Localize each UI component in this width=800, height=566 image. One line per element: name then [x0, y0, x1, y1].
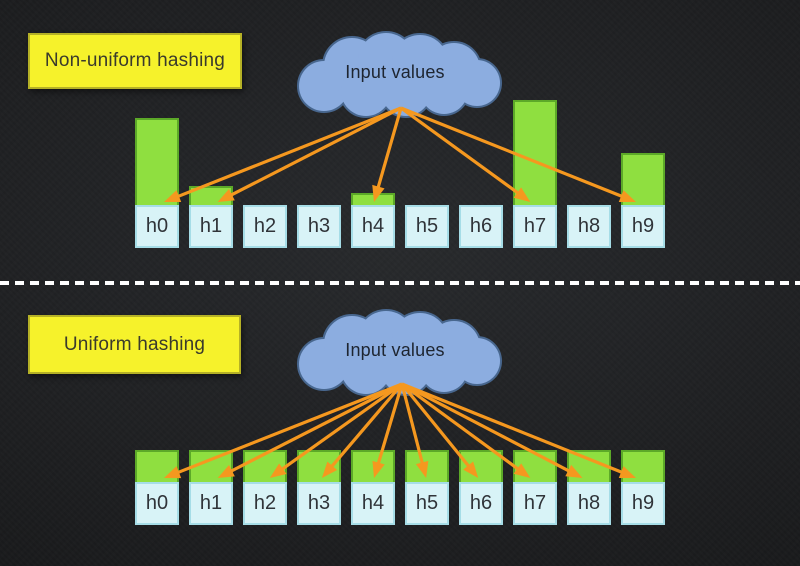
- bucket-box: h5: [405, 482, 449, 525]
- load-bar: [135, 450, 179, 482]
- load-bar: [351, 450, 395, 482]
- bucket-box: h9: [621, 205, 665, 248]
- bucket-label: h4: [361, 492, 385, 514]
- bucket-label: h5: [415, 492, 439, 514]
- bucket-label: h1: [199, 215, 223, 237]
- section-label-uniform: Uniform hashing: [28, 315, 241, 374]
- load-bar: [513, 450, 557, 482]
- bucket-h9-uniform: h9: [621, 450, 665, 525]
- bucket-h4-uniform: h4: [351, 450, 395, 525]
- bucket-h2-uniform: h2: [243, 450, 287, 525]
- bucket-label: h2: [253, 215, 277, 237]
- bucket-box: h1: [189, 482, 233, 525]
- bucket-h3-uniform: h3: [297, 450, 341, 525]
- bucket-label: h0: [145, 492, 169, 514]
- cloud-label-top: Input values: [345, 62, 445, 82]
- bucket-label: h0: [145, 215, 169, 237]
- bucket-label: h1: [199, 492, 223, 514]
- bucket-box: h2: [243, 205, 287, 248]
- bucket-box: h0: [135, 205, 179, 248]
- bucket-box: h0: [135, 482, 179, 525]
- load-bar: [459, 450, 503, 482]
- bucket-box: h3: [297, 205, 341, 248]
- bucket-box: h8: [567, 205, 611, 248]
- load-bar: [405, 450, 449, 482]
- cloud-label-bottom: Input values: [345, 340, 445, 360]
- bucket-label: h7: [523, 215, 547, 237]
- bucket-box: h8: [567, 482, 611, 525]
- bucket-h8-non-uniform: h8: [567, 205, 611, 248]
- load-bar: [297, 450, 341, 482]
- bucket-h3-non-uniform: h3: [297, 205, 341, 248]
- bucket-label: h2: [253, 492, 277, 514]
- bucket-label: h9: [631, 215, 655, 237]
- bucket-h7-uniform: h7: [513, 450, 557, 525]
- bucket-box: h2: [243, 482, 287, 525]
- bucket-box: h4: [351, 205, 395, 248]
- bucket-box: h1: [189, 205, 233, 248]
- bucket-label: h8: [577, 492, 601, 514]
- bucket-h1-uniform: h1: [189, 450, 233, 525]
- bucket-label: h4: [361, 215, 385, 237]
- bucket-h6-uniform: h6: [459, 450, 503, 525]
- bucket-box: h6: [459, 482, 503, 525]
- load-bar: [189, 450, 233, 482]
- bucket-label: h5: [415, 215, 439, 237]
- bucket-h8-uniform: h8: [567, 450, 611, 525]
- bucket-label: h6: [469, 215, 493, 237]
- bucket-label: h6: [469, 492, 493, 514]
- bucket-label: h3: [307, 215, 331, 237]
- bucket-box: h9: [621, 482, 665, 525]
- bucket-h2-non-uniform: h2: [243, 205, 287, 248]
- bucket-box: h5: [405, 205, 449, 248]
- bucket-h5-non-uniform: h5: [405, 205, 449, 248]
- load-bar: [567, 450, 611, 482]
- bucket-box: h7: [513, 205, 557, 248]
- bucket-box: h6: [459, 205, 503, 248]
- bucket-box: h4: [351, 482, 395, 525]
- load-bar: [621, 450, 665, 482]
- bucket-h6-non-uniform: h6: [459, 205, 503, 248]
- section-label-non-uniform: Non-uniform hashing: [28, 33, 242, 89]
- bucket-label: h3: [307, 492, 331, 514]
- load-bar: [243, 450, 287, 482]
- bucket-h5-uniform: h5: [405, 450, 449, 525]
- bucket-box: h7: [513, 482, 557, 525]
- bucket-label: h9: [631, 492, 655, 514]
- bucket-h0-uniform: h0: [135, 450, 179, 525]
- bucket-label: h7: [523, 492, 547, 514]
- bucket-label: h8: [577, 215, 601, 237]
- bucket-box: h3: [297, 482, 341, 525]
